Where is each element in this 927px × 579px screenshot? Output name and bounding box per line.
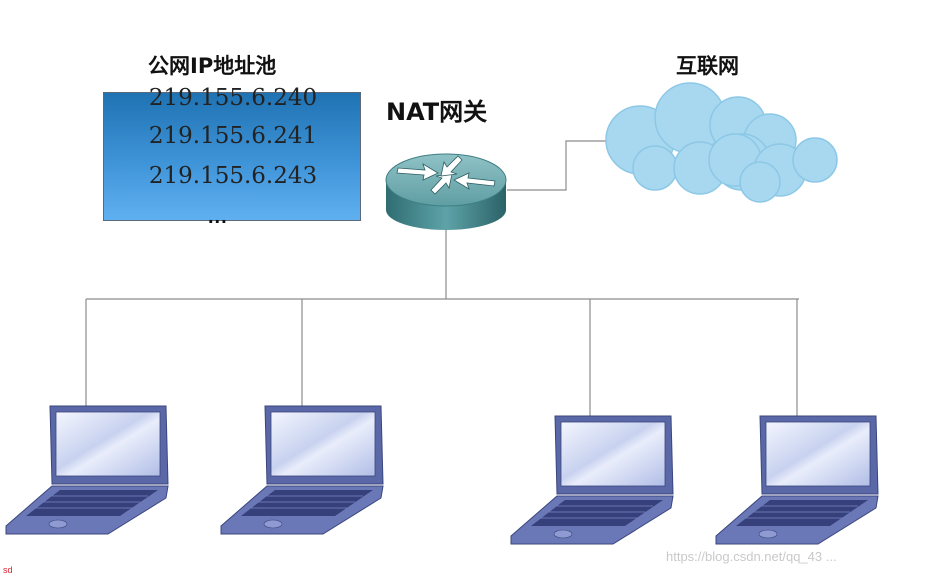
router-to-cloud-link xyxy=(507,140,608,191)
ip-pool-box: 219.155.6.240 219.155.6.241 219.155.6.24… xyxy=(103,85,361,221)
router-icon xyxy=(385,153,507,230)
corner-mark: sd xyxy=(3,565,13,575)
laptop-icon xyxy=(220,405,384,535)
internet-title: 互联网 xyxy=(676,54,739,78)
ip-address: 219.155.6.243 xyxy=(148,163,318,189)
ip-pool-title: 公网IP地址池 xyxy=(148,54,277,78)
laptop-icon xyxy=(5,405,169,535)
gateway-title: NAT网关 xyxy=(386,98,488,126)
connection-lines xyxy=(85,140,799,416)
ip-address: 219.155.6.241 xyxy=(148,123,318,149)
ip-pool-ellipsis: ... xyxy=(208,206,228,228)
cloud-icon xyxy=(605,82,838,203)
laptop-icon xyxy=(510,415,674,545)
ip-address: 219.155.6.240 xyxy=(148,85,318,111)
laptop-icon xyxy=(715,415,879,545)
watermark: https://blog.csdn.net/qq_43 ... xyxy=(666,549,837,564)
